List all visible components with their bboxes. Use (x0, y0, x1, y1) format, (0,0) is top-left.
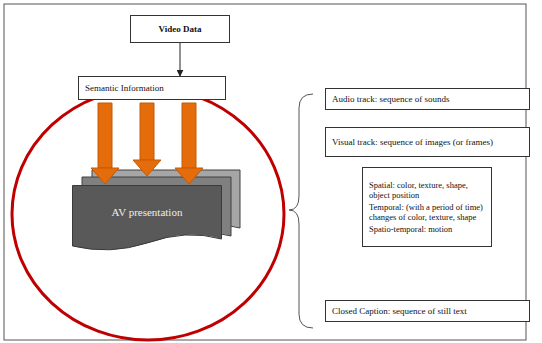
arrow-head (91, 168, 119, 184)
page-label: AV presentation (78, 206, 216, 229)
source-box: Video Data (130, 15, 230, 43)
box-text: Audio track: sequence of sounds (332, 94, 523, 105)
red-circle (12, 88, 284, 340)
connector-line (180, 43, 181, 76)
track-box: Audio track: sequence of sounds (325, 88, 530, 110)
box-text: Semantic Information (85, 83, 219, 94)
box-text: Spatial: color, texture, shape, object p… (369, 180, 485, 200)
presentation-page: AV presentation (72, 185, 222, 251)
arrow-shaft (140, 103, 154, 160)
box-text: Video Data (137, 24, 223, 35)
block-arrow (91, 103, 119, 184)
block-arrow (175, 103, 203, 184)
box-text: Closed Caption: sequence of still text (332, 306, 523, 317)
feature-box: Spatial: color, texture, shape, object p… (362, 167, 492, 247)
outer-frame (4, 4, 526, 340)
block-arrow (133, 103, 161, 176)
curly-brace (289, 94, 313, 328)
arrow-shaft (98, 103, 112, 168)
box-text: Temporal: (with a period of time) change… (369, 202, 485, 222)
box-text: Visual track: sequence of images (or fra… (332, 137, 523, 148)
track-box: Visual track: sequence of images (or fra… (325, 127, 530, 157)
arrow-head (133, 160, 161, 176)
track-box: Closed Caption: sequence of still text (325, 300, 530, 322)
process-box: Semantic Information (78, 76, 226, 100)
page-outline (73, 186, 222, 250)
box-text: Spatio-temporal: motion (369, 224, 485, 234)
flow-arrow (180, 43, 181, 76)
arrow-shaft (182, 103, 196, 168)
arrow-head (175, 168, 203, 184)
